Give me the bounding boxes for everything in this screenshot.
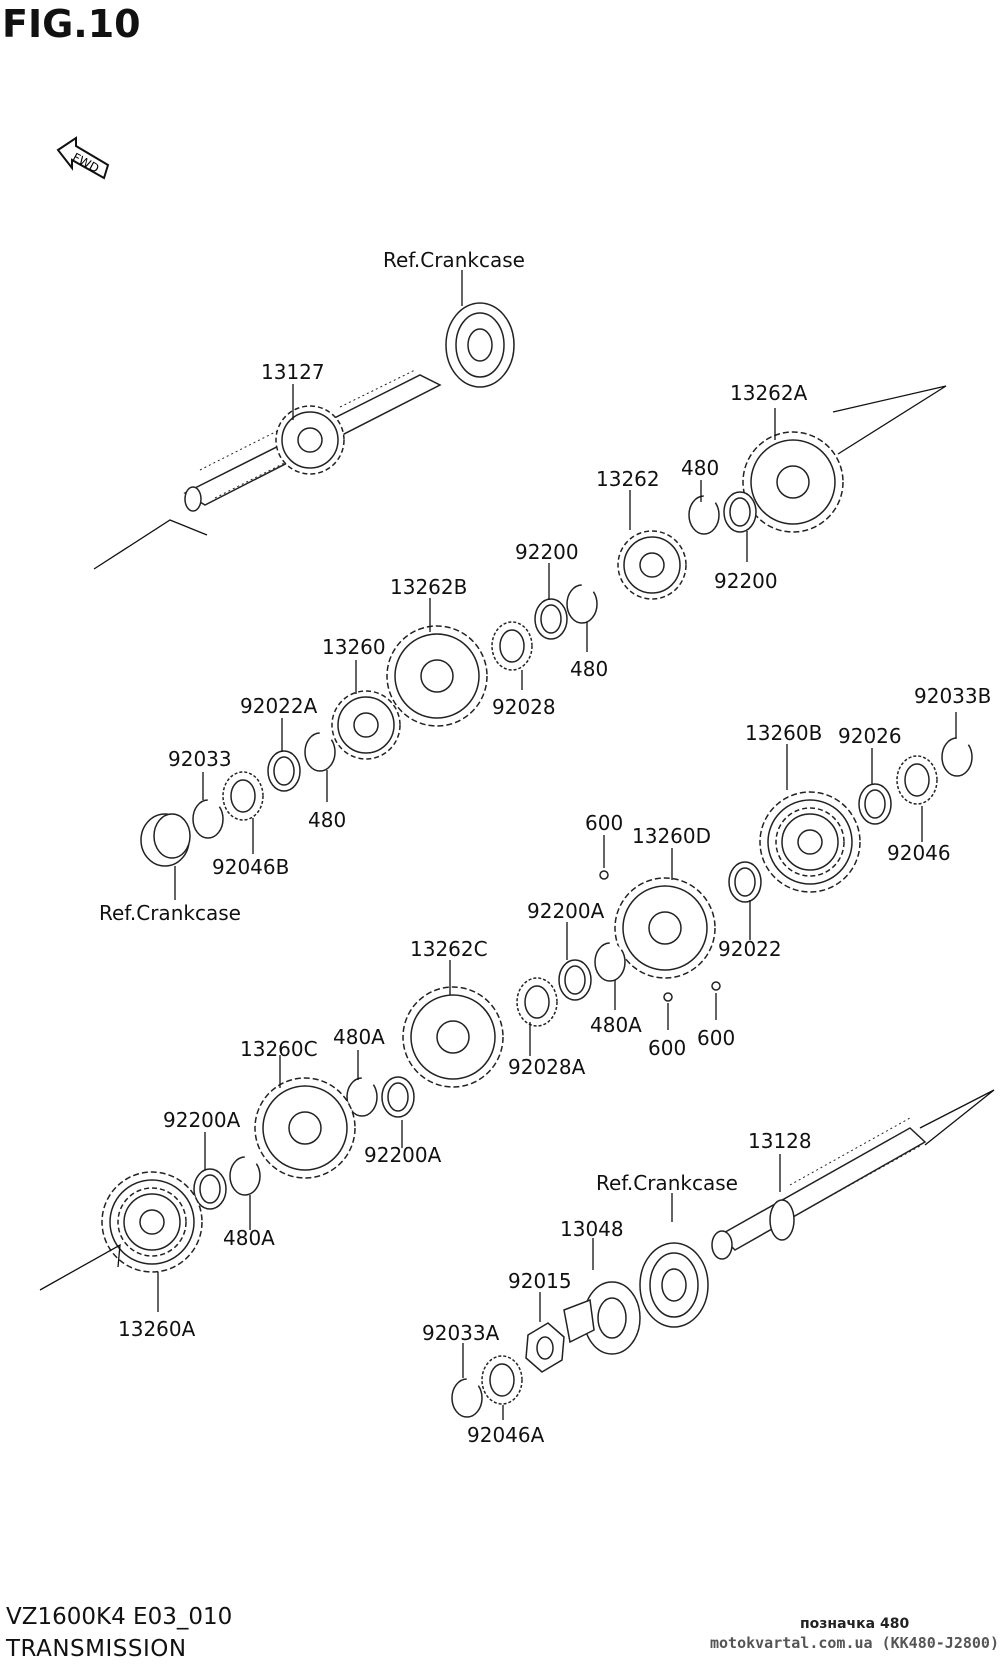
- label-600-right: 600: [697, 1026, 735, 1050]
- washer-92026: [858, 783, 892, 825]
- label-13262: 13262: [596, 467, 660, 491]
- label-92022A: 92022A: [240, 694, 318, 718]
- drive-shaft-13127: [183, 369, 442, 512]
- gear-13262A: [742, 431, 844, 533]
- needle-bearing-92028A: [516, 977, 558, 1027]
- label-ref-crankcase-bottom: Ref.Crankcase: [596, 1171, 738, 1195]
- bush-ref-crankcase-left: [140, 813, 191, 867]
- label-13128: 13128: [748, 1129, 812, 1153]
- output-shaft-13128: [711, 1117, 927, 1260]
- needle-bearing-92046: [896, 755, 938, 805]
- label-480-low: 480: [308, 808, 346, 832]
- label-480A-mid: 480A: [333, 1025, 385, 1049]
- label-92026: 92026: [838, 724, 902, 748]
- gear-13260: [331, 690, 401, 760]
- part-labels: Ref.Crankcase 13127 13262A 480 13262 922…: [99, 248, 991, 1447]
- label-92200A-right: 92200A: [527, 899, 605, 923]
- washer-92200A-left: [193, 1168, 227, 1210]
- label-ref-crankcase-top: Ref.Crankcase: [383, 248, 525, 272]
- label-13260: 13260: [322, 635, 386, 659]
- circlip-480-low: [304, 732, 336, 772]
- source-watermark: motokvartal.com.ua (KK480-J2800): [710, 1634, 999, 1652]
- label-13048: 13048: [560, 1217, 624, 1241]
- nut-92015: [525, 1322, 565, 1373]
- label-13260C: 13260C: [240, 1037, 318, 1061]
- label-600-left: 600: [648, 1036, 686, 1060]
- label-92200-right: 92200: [714, 569, 778, 593]
- label-13260B: 13260B: [745, 721, 822, 745]
- ball-600-right: [711, 981, 721, 991]
- section-title: TRANSMISSION: [6, 1636, 187, 1662]
- needle-bearing-92046B: [222, 771, 264, 821]
- label-92033A: 92033A: [422, 1321, 500, 1345]
- washer-92022: [728, 861, 762, 903]
- label-92046A: 92046A: [467, 1423, 545, 1447]
- label-92033: 92033: [168, 747, 232, 771]
- label-92028: 92028: [492, 695, 556, 719]
- bearing-ref-crankcase-bottom: [639, 1242, 709, 1328]
- needle-bearing-92028: [491, 621, 533, 671]
- label-13262A: 13262A: [730, 381, 808, 405]
- circlip-480A-right: [594, 942, 626, 982]
- label-480-mid: 480: [570, 657, 608, 681]
- label-13262C: 13262C: [410, 937, 488, 961]
- axis-line-shaft1-left: [93, 519, 208, 570]
- label-ref-crankcase-left: Ref.Crankcase: [99, 901, 241, 925]
- label-92028A: 92028A: [508, 1055, 586, 1079]
- axis-line-shaft3-right: [919, 1089, 995, 1146]
- gear-13262C: [402, 986, 504, 1088]
- circlip-92033A: [451, 1378, 483, 1418]
- circlip-480-mid: [566, 584, 598, 624]
- collar-13048: [563, 1281, 641, 1355]
- label-92046: 92046: [887, 841, 951, 865]
- circlip-92033: [192, 799, 224, 839]
- label-92200A-left: 92200A: [163, 1108, 241, 1132]
- leader-lines: [157, 270, 957, 1420]
- label-13260D: 13260D: [632, 824, 711, 848]
- gear-13262: [617, 530, 687, 600]
- circlip-480-top: [688, 495, 720, 535]
- label-13262B: 13262B: [390, 575, 467, 599]
- bearing-ref-crankcase-top: [445, 302, 515, 388]
- label-13127: 13127: [261, 360, 325, 384]
- label-92200A-mid: 92200A: [364, 1143, 442, 1167]
- gear-13262B: [386, 625, 488, 727]
- label-600-top: 600: [585, 811, 623, 835]
- washer-92200A-right: [558, 959, 592, 1001]
- label-13260A: 13260A: [118, 1317, 196, 1341]
- ball-600-top: [599, 870, 609, 880]
- label-480-top: 480: [681, 456, 719, 480]
- ball-600-left: [663, 992, 673, 1002]
- model-code: VZ1600K4 E03_010: [6, 1604, 233, 1630]
- washer-92022A: [267, 750, 301, 792]
- label-92046B: 92046B: [212, 855, 289, 879]
- label-92033B: 92033B: [914, 684, 991, 708]
- label-92022: 92022: [718, 937, 782, 961]
- axis-line-shaft2-left: [39, 1243, 121, 1291]
- needle-bearing-92046A: [481, 1355, 523, 1405]
- axis-line-shaft1-right: [832, 385, 947, 455]
- gear-13260D: [614, 877, 716, 979]
- catalog-mark: позначка 480: [800, 1616, 910, 1632]
- gear-13260B: [759, 791, 861, 893]
- label-92015: 92015: [508, 1269, 572, 1293]
- label-480A-left: 480A: [223, 1226, 275, 1250]
- label-480A-right: 480A: [590, 1013, 642, 1037]
- forward-direction-icon: FWD: [56, 136, 110, 180]
- fwd-label: FWD: [70, 150, 101, 176]
- gear-13260C: [254, 1077, 356, 1179]
- washer-92200-right: [723, 491, 757, 533]
- washer-92200A-mid: [381, 1076, 415, 1118]
- label-92200-left: 92200: [515, 540, 579, 564]
- circlip-92033B: [941, 737, 973, 777]
- figure-title: FIG.10: [2, 2, 141, 46]
- washer-92200-left: [534, 598, 568, 640]
- circlip-480A-left: [229, 1156, 261, 1196]
- gear-13260A: [101, 1171, 203, 1273]
